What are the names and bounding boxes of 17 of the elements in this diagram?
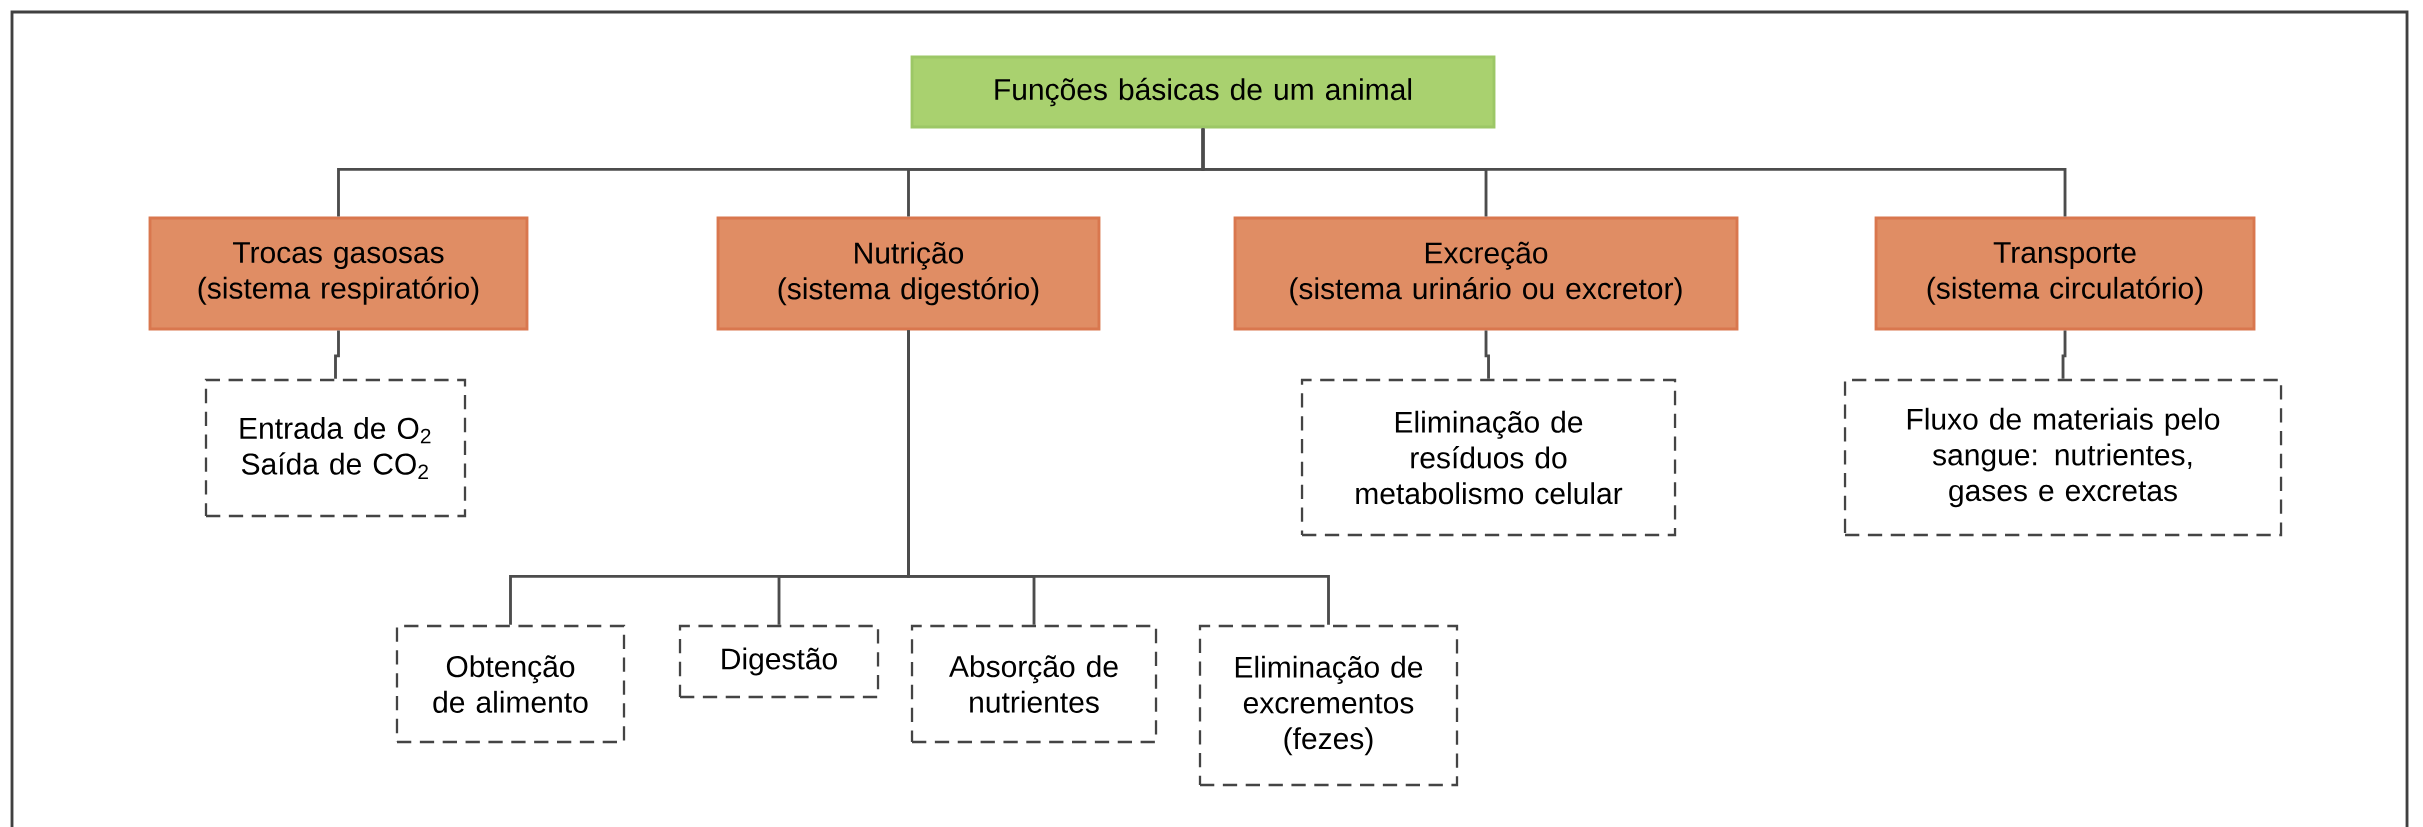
description-box: Obtenção de alimento bbox=[395, 624, 626, 744]
category-box: Nutrição (sistema digestório) bbox=[716, 216, 1101, 331]
description-box: Absorção de nutrientes bbox=[910, 624, 1158, 744]
connector-line bbox=[907, 330, 1330, 625]
category-box: Transporte (sistema circulatório) bbox=[1874, 216, 2256, 331]
root-box: Funções básicas de um animal bbox=[910, 55, 1496, 129]
description-box: Entrada de O$_{2}$ Saída de CO$_{2}$ bbox=[204, 378, 467, 518]
connector-line bbox=[2061, 330, 2067, 379]
description-box: Eliminação de excrementos (fezes) bbox=[1198, 624, 1459, 787]
description-box: Eliminação de resíduos do metabolismo celular bbox=[1300, 378, 1677, 537]
category-box: Excreção (sistema urinário ou excretor) bbox=[1233, 216, 1739, 331]
connector-line bbox=[1201, 128, 2067, 217]
connector-line bbox=[1484, 330, 1490, 379]
connector-line bbox=[334, 330, 340, 379]
description-box: Fluxo de materiais pelo sangue: nutrientes, gases e excretas bbox=[1843, 378, 2283, 537]
description-box: Digestão bbox=[678, 624, 880, 699]
category-box: Trocas gasosas (sistema respiratório) bbox=[148, 216, 529, 331]
